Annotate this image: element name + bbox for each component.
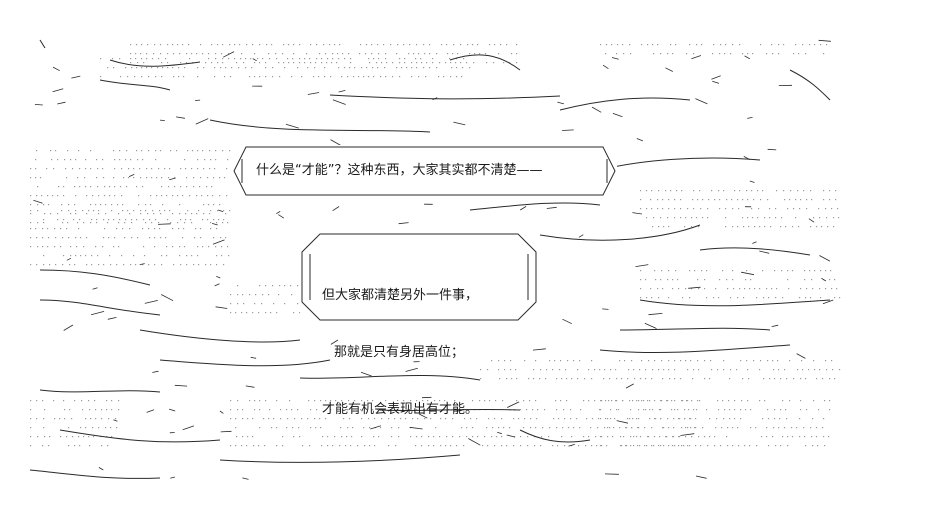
speech-bubble-top: 什么是“才能”？这种东西，大家其实都不清楚—— — [232, 145, 617, 197]
speech-line-1: 但大家都清楚另外一件事， — [322, 288, 479, 303]
bubble-outline — [301, 233, 537, 321]
line-strokes — [29, 39, 834, 480]
speech-line-2: 那就是只有身居高位； — [334, 345, 465, 360]
speech-line-3: 才能有机会表现出有才能。 — [322, 402, 479, 417]
speech-bubble-middle: 但大家都清楚另外一件事， 那就是只有身居高位； 才能有机会表现出有才能。 — [300, 232, 538, 417]
speech-text-top: 什么是“才能”？这种东西，大家其实都不清楚—— — [256, 163, 543, 178]
bubble-outline — [233, 146, 616, 196]
speech-text-middle: 但大家都清楚另外一件事， 那就是只有身居高位； 才能有机会表现出有才能。 — [322, 248, 478, 457]
